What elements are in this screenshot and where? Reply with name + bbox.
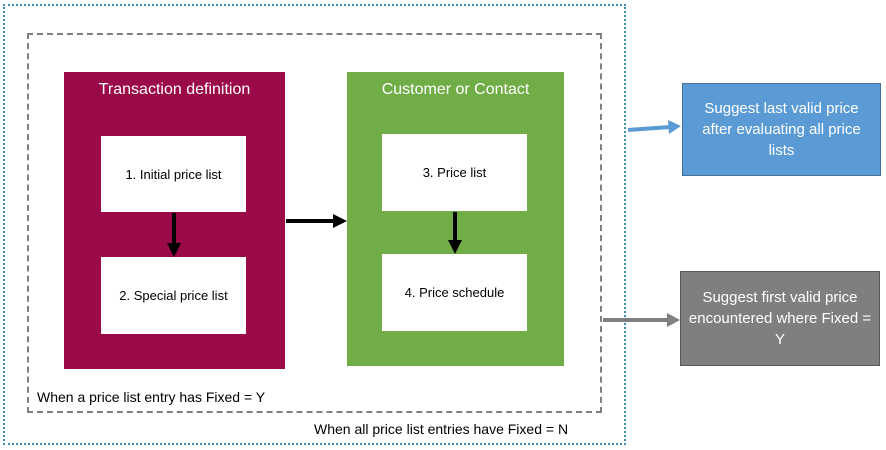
special-price-list-box: 2. Special price list	[101, 257, 246, 334]
all-fixed-n-boundary	[3, 4, 626, 445]
price-list-box: 3. Price list	[382, 134, 527, 211]
transaction-definition-title: Transaction definition	[98, 81, 251, 98]
fixed-y-boundary	[27, 33, 602, 413]
customer-contact-title: Customer or Contact	[381, 81, 530, 98]
fixed-n-caption: When all price list entries have Fixed =…	[314, 421, 569, 437]
suggest-last-valid-price-box: Suggest last valid price after evaluatin…	[682, 83, 881, 176]
initial-price-list-box: 1. Initial price list	[101, 136, 246, 212]
fixed-y-caption: When a price list entry has Fixed = Y	[37, 389, 266, 405]
suggest-first-valid-price-box: Suggest first valid price encountered wh…	[680, 271, 880, 366]
arrow-to-last-valid-price	[627, 120, 681, 134]
price-schedule-box: 4. Price schedule	[382, 254, 527, 331]
